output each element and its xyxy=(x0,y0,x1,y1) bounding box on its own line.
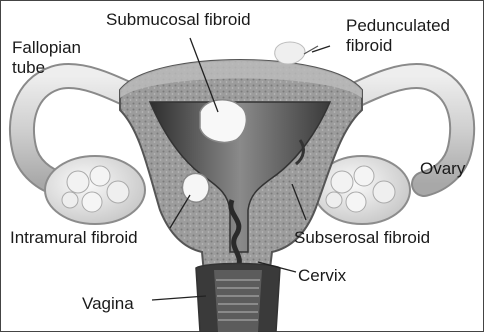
label-submucosal-fibroid: Submucosal fibroid xyxy=(106,10,251,30)
label-pedunculated-line2: fibroid xyxy=(346,36,450,56)
label-pedunculated-line1: Pedunculated xyxy=(346,16,450,36)
label-vagina: Vagina xyxy=(82,294,134,314)
pedunculated-fibroid xyxy=(275,42,305,64)
label-intramural-fibroid: Intramural fibroid xyxy=(10,228,138,248)
submucosal-fibroid xyxy=(200,100,246,143)
label-fallopian-line2: tube xyxy=(12,58,81,78)
left-ovary xyxy=(45,156,145,224)
label-ovary: Ovary xyxy=(420,159,465,179)
label-fallopian-line1: Fallopian xyxy=(12,38,81,58)
label-subserosal-fibroid: Subserosal fibroid xyxy=(294,228,430,248)
label-fallopian-tube: Fallopian tube xyxy=(12,38,81,78)
label-pedunculated-fibroid: Pedunculated fibroid xyxy=(346,16,450,56)
intramural-fibroid xyxy=(182,173,209,202)
label-cervix: Cervix xyxy=(298,266,346,286)
